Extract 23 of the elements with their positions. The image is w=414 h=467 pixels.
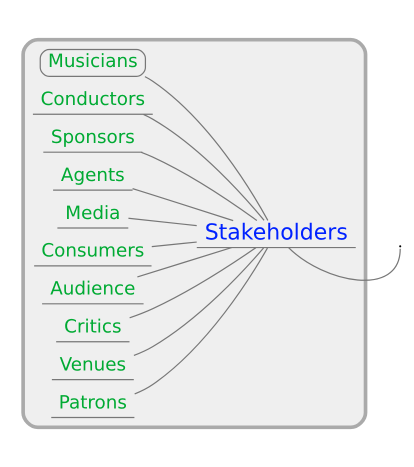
node-text: Patrons — [58, 392, 127, 414]
connector — [137, 247, 232, 278]
node-text: Sponsors — [50, 127, 135, 148]
node-text: Venues — [60, 354, 126, 376]
connector — [132, 188, 234, 222]
connector — [134, 248, 268, 394]
node-text: Agents — [60, 164, 125, 186]
node-text: Critics — [64, 316, 122, 338]
connector — [143, 114, 265, 221]
node-text: Media — [65, 202, 120, 224]
node-text: Conductors — [40, 89, 146, 110]
node-text: Consumers — [41, 240, 144, 262]
node-text: Audience — [50, 278, 136, 300]
connector — [128, 218, 197, 226]
cluster — [21, 38, 368, 430]
connector — [144, 76, 268, 221]
connector — [134, 247, 264, 356]
connector — [152, 241, 197, 248]
connector — [288, 247, 401, 281]
connector — [141, 152, 258, 222]
node-box: Musicians — [40, 48, 146, 77]
node-text: Stakeholders — [204, 220, 348, 246]
connector — [129, 247, 256, 318]
